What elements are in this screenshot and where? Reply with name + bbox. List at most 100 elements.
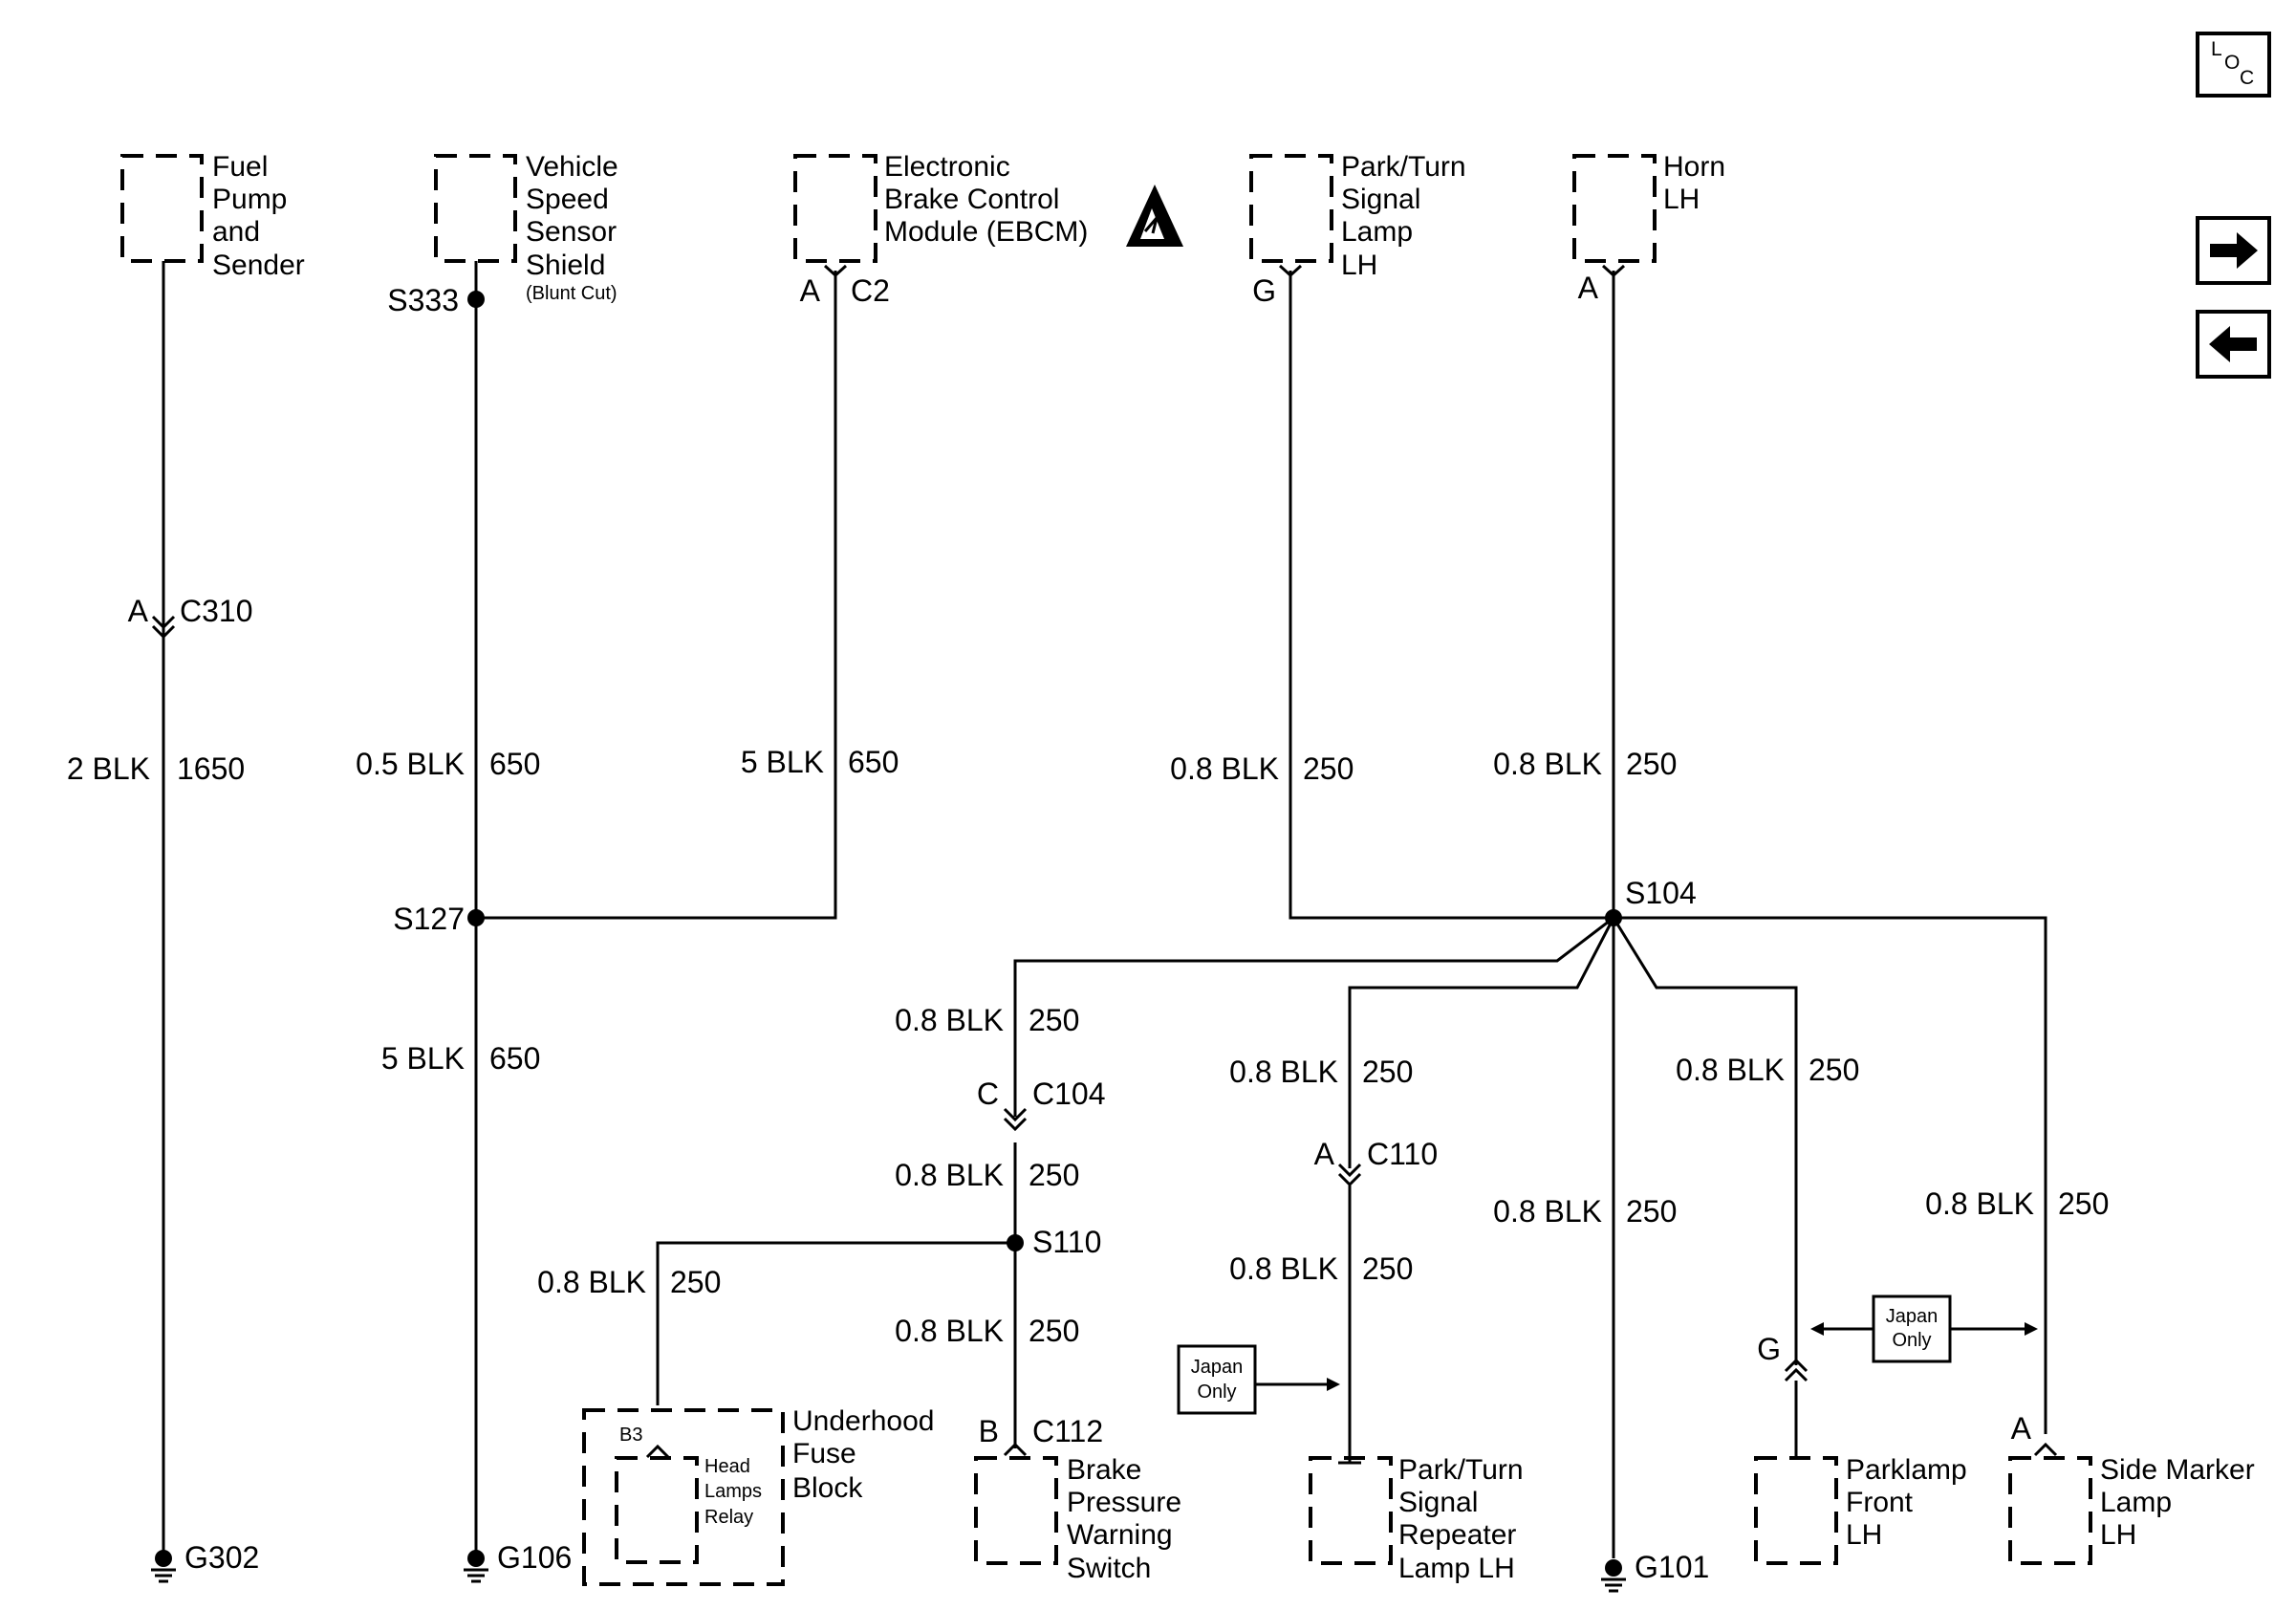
svg-text:LH: LH — [1846, 1519, 1882, 1551]
svg-text:Signal: Signal — [1341, 184, 1420, 215]
ebcm-label: Electronic Brake Control Module (EBCM) — [884, 151, 1088, 248]
splices — [467, 291, 1622, 1251]
c310-label: C310 — [180, 594, 253, 628]
wire-g106-circuit: 650 — [489, 1041, 540, 1076]
wire-c112-circuit: 250 — [1029, 1314, 1079, 1348]
g106-label: G106 — [497, 1540, 572, 1575]
wire-g101-size: 0.8 BLK — [1493, 1194, 1602, 1229]
svg-text:Switch: Switch — [1067, 1553, 1151, 1584]
s127-label: S127 — [393, 902, 465, 936]
loc-button[interactable]: L O C — [2196, 32, 2271, 98]
wire-ebcm-s127 — [476, 271, 837, 920]
svg-text:Electronic: Electronic — [884, 151, 1010, 183]
wire-s104-side-marker — [1614, 916, 2047, 1434]
svg-text:Side Marker: Side Marker — [2100, 1454, 2255, 1486]
arrow-left-icon — [2209, 326, 2257, 362]
s104-label: S104 — [1625, 876, 1697, 910]
wire-c104-upper-size: 0.8 BLK — [895, 1003, 1004, 1037]
horn-label: Horn LH — [1663, 151, 1725, 215]
park-turn-lamp-box — [1249, 154, 1333, 263]
japan-only-note-2: Japan Only — [1810, 1295, 2038, 1363]
svg-text:Module (EBCM): Module (EBCM) — [884, 216, 1088, 248]
c310-pin-label: A — [128, 594, 149, 628]
ufb-box — [582, 1408, 785, 1586]
wire-parklamp-circuit: 250 — [1809, 1053, 1859, 1087]
wire-c110-upper-size: 0.8 BLK — [1229, 1055, 1338, 1089]
s333-splice-dot — [467, 291, 485, 308]
svg-text:(Blunt Cut): (Blunt Cut) — [526, 283, 617, 304]
component-boxes — [120, 154, 2092, 1586]
wire-s104-c110 — [1348, 917, 1615, 1168]
g302-ground-icon — [151, 1550, 176, 1583]
svg-text:Lamp: Lamp — [1341, 216, 1413, 248]
svg-text:Sensor: Sensor — [526, 216, 617, 248]
wire-lamp-size: 0.8 BLK — [1170, 751, 1279, 786]
side-marker-pin-label: A — [2011, 1411, 2032, 1446]
horn-box — [1572, 154, 1657, 263]
wire-s104-parklamp — [1612, 917, 1798, 1365]
wire-c110-lower-size: 0.8 BLK — [1229, 1251, 1338, 1286]
c112-label: C112 — [1032, 1414, 1103, 1448]
japan-only-note-1: Japan Only — [1177, 1344, 1340, 1415]
lamp-connector-icon — [1278, 264, 1303, 278]
wire-vss-circuit: 650 — [489, 747, 540, 781]
wire-horn-size: 0.8 BLK — [1493, 747, 1602, 781]
c110-label: C110 — [1367, 1137, 1438, 1171]
horn-pin-label: A — [1578, 271, 1599, 305]
loc-letter-l: L — [2211, 38, 2222, 60]
previous-page-button[interactable] — [2196, 310, 2271, 379]
vss-box — [434, 154, 517, 263]
loc-letter-c: C — [2240, 67, 2254, 89]
parklamp-label: Parklamp Front LH — [1846, 1454, 1967, 1551]
g101-label: G101 — [1635, 1550, 1709, 1584]
s104-splice-dot — [1605, 909, 1622, 926]
svg-text:Fuel: Fuel — [212, 151, 268, 183]
lamp-pin-label: G — [1252, 273, 1276, 308]
wire-ebcm-size: 5 BLK — [741, 745, 824, 779]
japan-note-1-line2: Only — [1197, 1382, 1236, 1403]
next-page-button[interactable] — [2196, 216, 2271, 285]
wire-c104-lower-size: 0.8 BLK — [895, 1158, 1004, 1192]
repeater-box — [1309, 1456, 1393, 1565]
vss-label: Vehicle Speed Sensor Shield (Blunt Cut) — [526, 151, 618, 304]
japan-note-1-line1: Japan — [1191, 1357, 1244, 1378]
wire-c104-upper-circuit: 250 — [1029, 1003, 1079, 1037]
ufb-pin-label: B3 — [619, 1425, 642, 1446]
connectors — [151, 264, 2058, 1465]
wire-1650-circuit: 1650 — [177, 751, 245, 786]
s110-splice-dot — [1007, 1234, 1024, 1251]
c110-pin-label: A — [1314, 1137, 1335, 1171]
wire-s104-c104 — [1013, 916, 1614, 1117]
svg-text:LH: LH — [2100, 1519, 2136, 1551]
fuel-pump-box — [120, 154, 204, 263]
ufb-label: Underhood Fuse Block — [792, 1405, 934, 1504]
svg-text:Block: Block — [792, 1472, 863, 1504]
arrow-right-icon — [2210, 232, 2258, 269]
relay-box — [615, 1456, 699, 1564]
ebcm-connector-icon — [823, 264, 848, 278]
s333-label: S333 — [387, 283, 459, 317]
svg-text:Park/Turn: Park/Turn — [1398, 1454, 1524, 1486]
wire-side-marker-size: 0.8 BLK — [1925, 1186, 2034, 1221]
wire-parklamp-size: 0.8 BLK — [1676, 1053, 1785, 1087]
wire-g101-circuit: 250 — [1626, 1194, 1677, 1229]
ufb-connector-icon — [645, 1444, 670, 1459]
grounds — [151, 1550, 1626, 1593]
wire-horn-circuit: 250 — [1626, 747, 1677, 781]
c112-pin-label: B — [979, 1414, 999, 1448]
brake-switch-box — [974, 1456, 1058, 1565]
ebcm-pin-label: A — [800, 273, 821, 308]
side-marker-box — [2008, 1456, 2092, 1565]
side-marker-connector-icon — [2033, 1442, 2058, 1457]
svg-text:Relay: Relay — [704, 1507, 753, 1528]
wire-labels: 2 BLK 1650 0.5 BLK 650 5 BLK 650 5 BLK 6… — [67, 745, 2110, 1348]
c310-connector-icon — [151, 615, 176, 640]
side-marker-label: Side Marker Lamp LH — [2100, 1454, 2255, 1551]
reference-labels: S333 S127 S104 S110 G302 G106 G101 A C31… — [128, 271, 2032, 1584]
wire-c110-lower-circuit: 250 — [1362, 1251, 1413, 1286]
ebcm-box — [793, 154, 877, 263]
svg-text:Sender: Sender — [212, 250, 305, 281]
japan-note-2-line1: Japan — [1886, 1306, 1939, 1327]
wire-lamp-s104 — [1289, 271, 1614, 920]
svg-text:Pressure: Pressure — [1067, 1487, 1181, 1518]
